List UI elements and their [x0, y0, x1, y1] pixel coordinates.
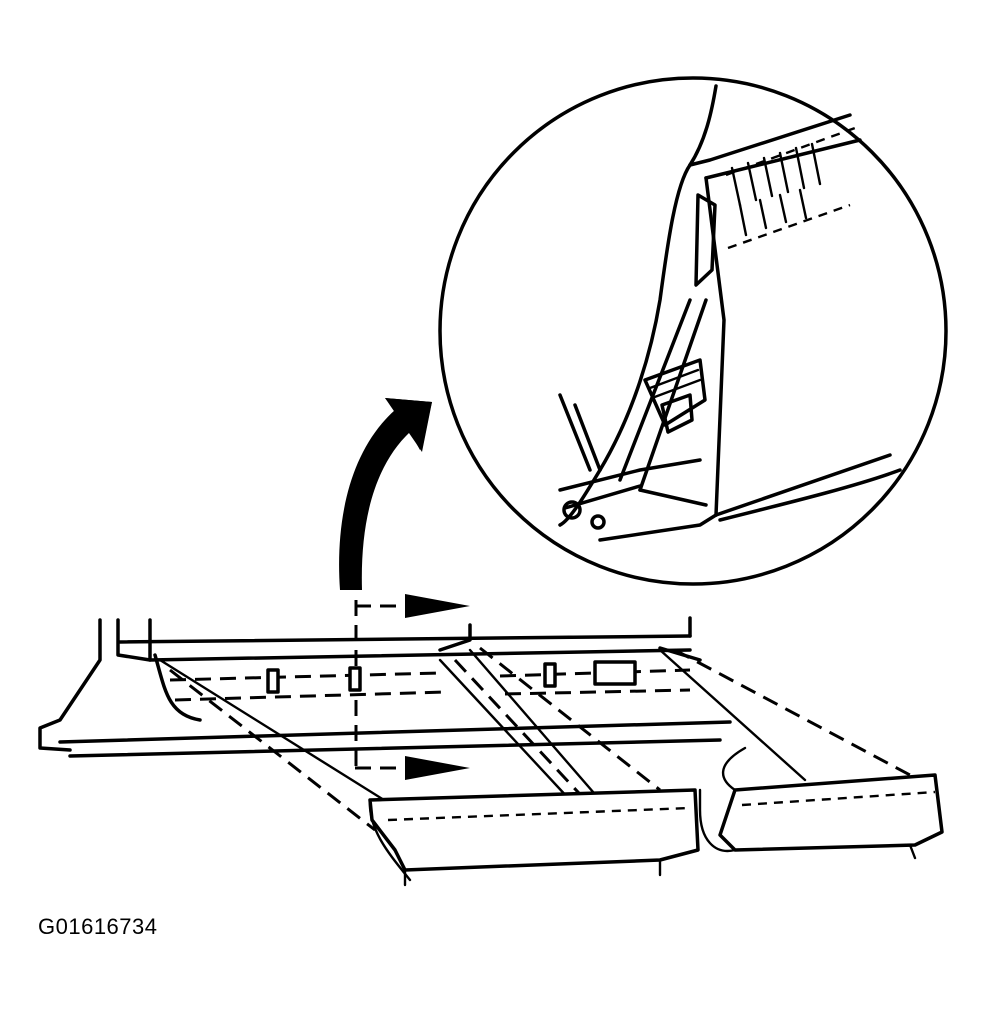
hatch-texture: [730, 142, 822, 237]
direction-arrow-upper-icon: [355, 594, 470, 618]
curved-arrow-icon: [339, 398, 432, 590]
detail-magnifier-circle: [438, 76, 948, 586]
floor-rail-assembly: [38, 616, 944, 887]
direction-arrow-lower-icon: [355, 756, 470, 780]
figure-id-label: G01616734: [38, 914, 158, 939]
